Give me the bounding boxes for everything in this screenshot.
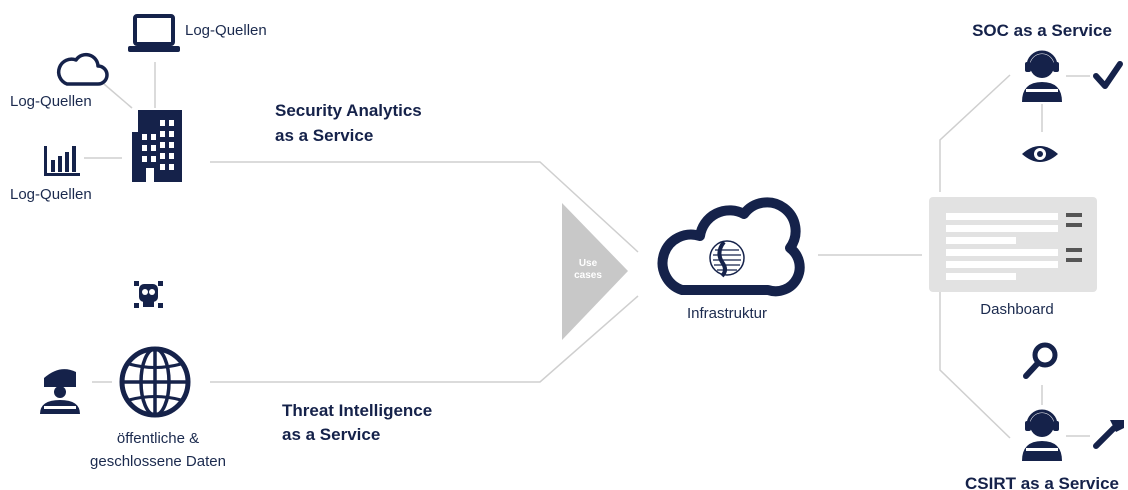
building-icon xyxy=(132,110,182,182)
chart-source-label: Log-Quellen xyxy=(10,186,92,203)
cloud-source-label: Log-Quellen xyxy=(10,93,92,110)
hacker-icon xyxy=(40,369,80,414)
wrench-icon xyxy=(1093,420,1124,449)
bar-chart-icon xyxy=(44,146,80,176)
dashboard-label: Dashboard xyxy=(980,301,1053,318)
csirt-headset-agent-icon xyxy=(1022,409,1062,461)
connector-lines xyxy=(84,62,1090,439)
security-analytics-label-line1: Security Analytics xyxy=(275,101,422,120)
threat-intel-label-line2: as a Service xyxy=(282,425,380,444)
laptop-icon xyxy=(128,14,180,52)
globe-icon xyxy=(119,346,191,418)
public-data-label-line2: geschlossene Daten xyxy=(90,453,226,470)
checkmark-icon xyxy=(1093,61,1123,89)
public-data-label-line1: öffentliche & xyxy=(117,430,199,447)
laptop-source-label: Log-Quellen xyxy=(185,22,267,39)
infrastructure-label: Infrastruktur xyxy=(687,305,767,322)
threat-intel-label-line1: Threat Intelligence xyxy=(282,401,432,420)
soc-headset-agent-icon xyxy=(1022,50,1062,102)
eye-icon xyxy=(1022,146,1058,162)
skull-icon xyxy=(134,281,163,308)
cloud-icon xyxy=(56,52,109,86)
soc-label: SOC as a Service xyxy=(972,21,1112,40)
use-cases-funnel xyxy=(562,203,628,340)
funnel-label-line1: Use xyxy=(579,258,598,269)
magnifier-icon xyxy=(1023,342,1058,379)
csirt-label: CSIRT as a Service xyxy=(965,474,1119,490)
cloud-infrastructure-icon xyxy=(657,197,805,297)
security-analytics-label-line2: as a Service xyxy=(275,126,373,145)
funnel-label-line2: cases xyxy=(574,270,602,281)
dashboard-icon xyxy=(929,197,1097,292)
